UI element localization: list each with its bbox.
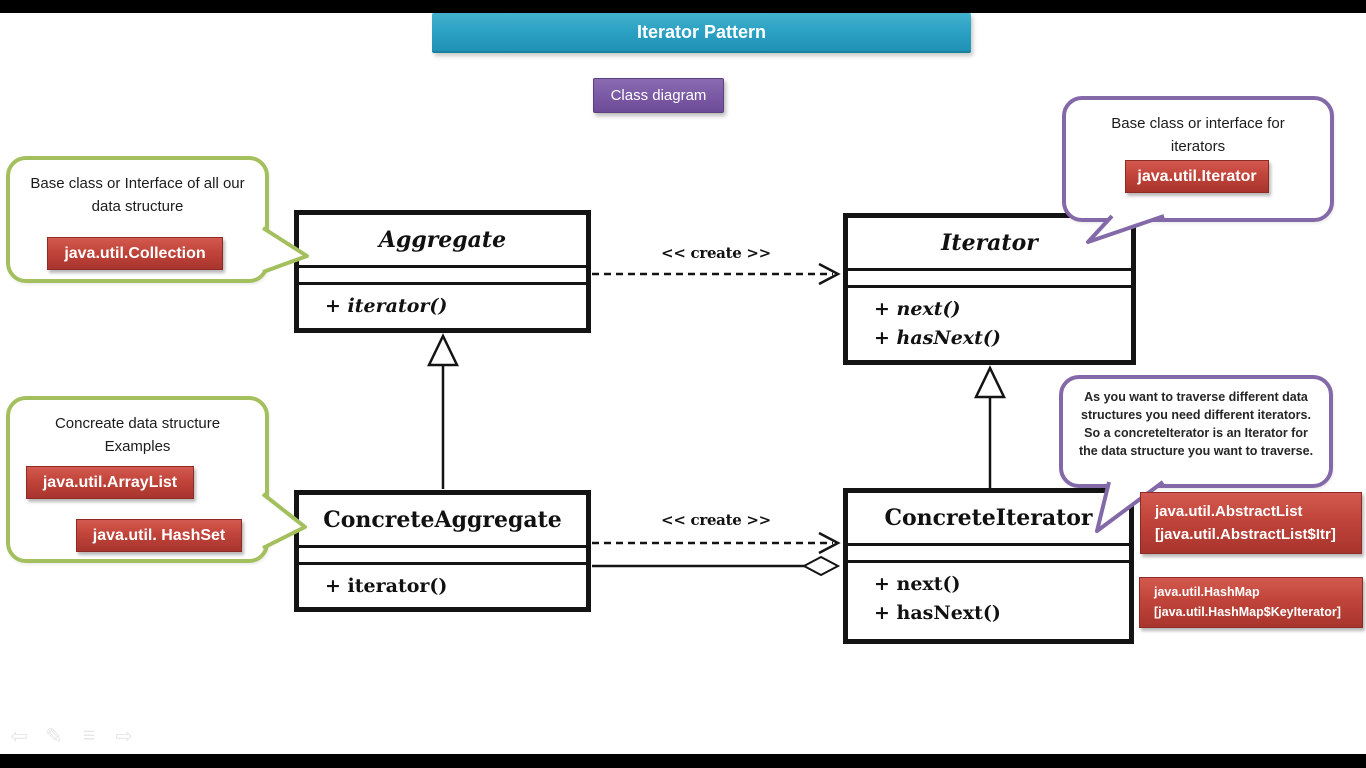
methods-compartment: + iterator() — [299, 285, 586, 321]
subtitle-label: Class diagram — [610, 87, 707, 104]
methods-compartment: + next() + hasNext() — [848, 563, 1129, 629]
callout-text: Concreate data structure Examples — [54, 415, 221, 455]
callout-concrete-iterator-note: As you want to traverse different data s… — [1059, 375, 1333, 488]
attributes-compartment — [848, 271, 1131, 288]
next-slide-icon[interactable]: ⇨ — [115, 725, 133, 748]
badge-java-util-abstractlist: java.util.AbstractList [java.util.Abstra… — [1140, 492, 1362, 554]
badge-java-util-hashset: java.util. HashSet — [76, 519, 242, 552]
slide-title: Iterator Pattern — [636, 21, 767, 42]
badge-java-util-hashmap: java.util.HashMap [java.util.HashMap$Key… — [1139, 577, 1363, 628]
badge-line: java.util.HashMap — [1154, 585, 1260, 600]
previous-slide-icon[interactable]: ⇦ — [10, 725, 28, 748]
subtitle-badge: Class diagram — [593, 78, 724, 113]
create-arrowhead-bottom — [818, 531, 841, 555]
badge-line: [java.util.HashMap$KeyIterator] — [1154, 604, 1341, 619]
method: + iterator() — [325, 295, 448, 317]
badge-line: java.util.AbstractList — [1155, 502, 1303, 520]
aggregation-diamond — [801, 555, 841, 577]
callout-text: Base class or interface for iterators — [1111, 115, 1285, 155]
method: + hasNext() — [874, 327, 1001, 350]
slide-title-banner: Iterator Pattern — [432, 13, 971, 53]
attributes-compartment — [299, 548, 586, 565]
create-stereotype-bottom: << create >> — [661, 511, 771, 529]
callout-examples: Concreate data structure Examples java.u… — [6, 396, 269, 563]
create-stereotype-top: << create >> — [661, 244, 771, 262]
class-box-concrete-aggregate: ConcreteAggregate + iterator() — [294, 490, 591, 612]
attributes-compartment — [848, 546, 1129, 563]
class-box-iterator: Iterator + next() + hasNext() — [843, 213, 1136, 365]
pen-tool-icon[interactable]: ✎ — [45, 725, 63, 748]
top-letterbox-bar — [0, 0, 1366, 13]
methods-compartment: + next() + hasNext() — [848, 288, 1131, 354]
method: + next() — [874, 573, 961, 595]
methods-compartment: + iterator() — [299, 565, 586, 601]
class-box-concrete-iterator: ConcreteIterator + next() + hasNext() — [843, 488, 1134, 644]
badge-java-util-iterator: java.util.Iterator — [1125, 160, 1269, 193]
presenter-controls: ⇦ ✎ ≡ ⇨ — [8, 724, 135, 749]
class-name: Aggregate — [299, 215, 586, 268]
attributes-compartment — [299, 268, 586, 285]
badge-java-util-collection: java.util.Collection — [47, 237, 223, 270]
badge-java-util-arraylist: java.util.ArrayList — [26, 466, 194, 499]
inheritance-triangle-right — [974, 365, 1006, 399]
method: + iterator() — [325, 575, 448, 597]
badge-line: [java.util.AbstractList$Itr] — [1155, 526, 1336, 543]
class-name: ConcreteIterator — [848, 493, 1129, 546]
class-box-aggregate: Aggregate + iterator() — [294, 210, 591, 333]
callout-text: As you want to traverse different data s… — [1078, 390, 1314, 459]
slide-menu-icon[interactable]: ≡ — [82, 724, 96, 747]
create-arrowhead-top — [818, 262, 841, 286]
inheritance-triangle-left — [427, 333, 459, 367]
callout-iterator: Base class or interface for iterators ja… — [1062, 96, 1334, 222]
callout-text: Base class or Interface of all our data … — [30, 175, 245, 215]
bottom-letterbox-bar — [0, 754, 1366, 768]
method: + next() — [874, 298, 961, 320]
method: + hasNext() — [874, 602, 1001, 625]
class-name: ConcreteAggregate — [299, 495, 586, 548]
callout-collection: Base class or Interface of all our data … — [6, 156, 269, 283]
class-name: Iterator — [848, 218, 1131, 271]
